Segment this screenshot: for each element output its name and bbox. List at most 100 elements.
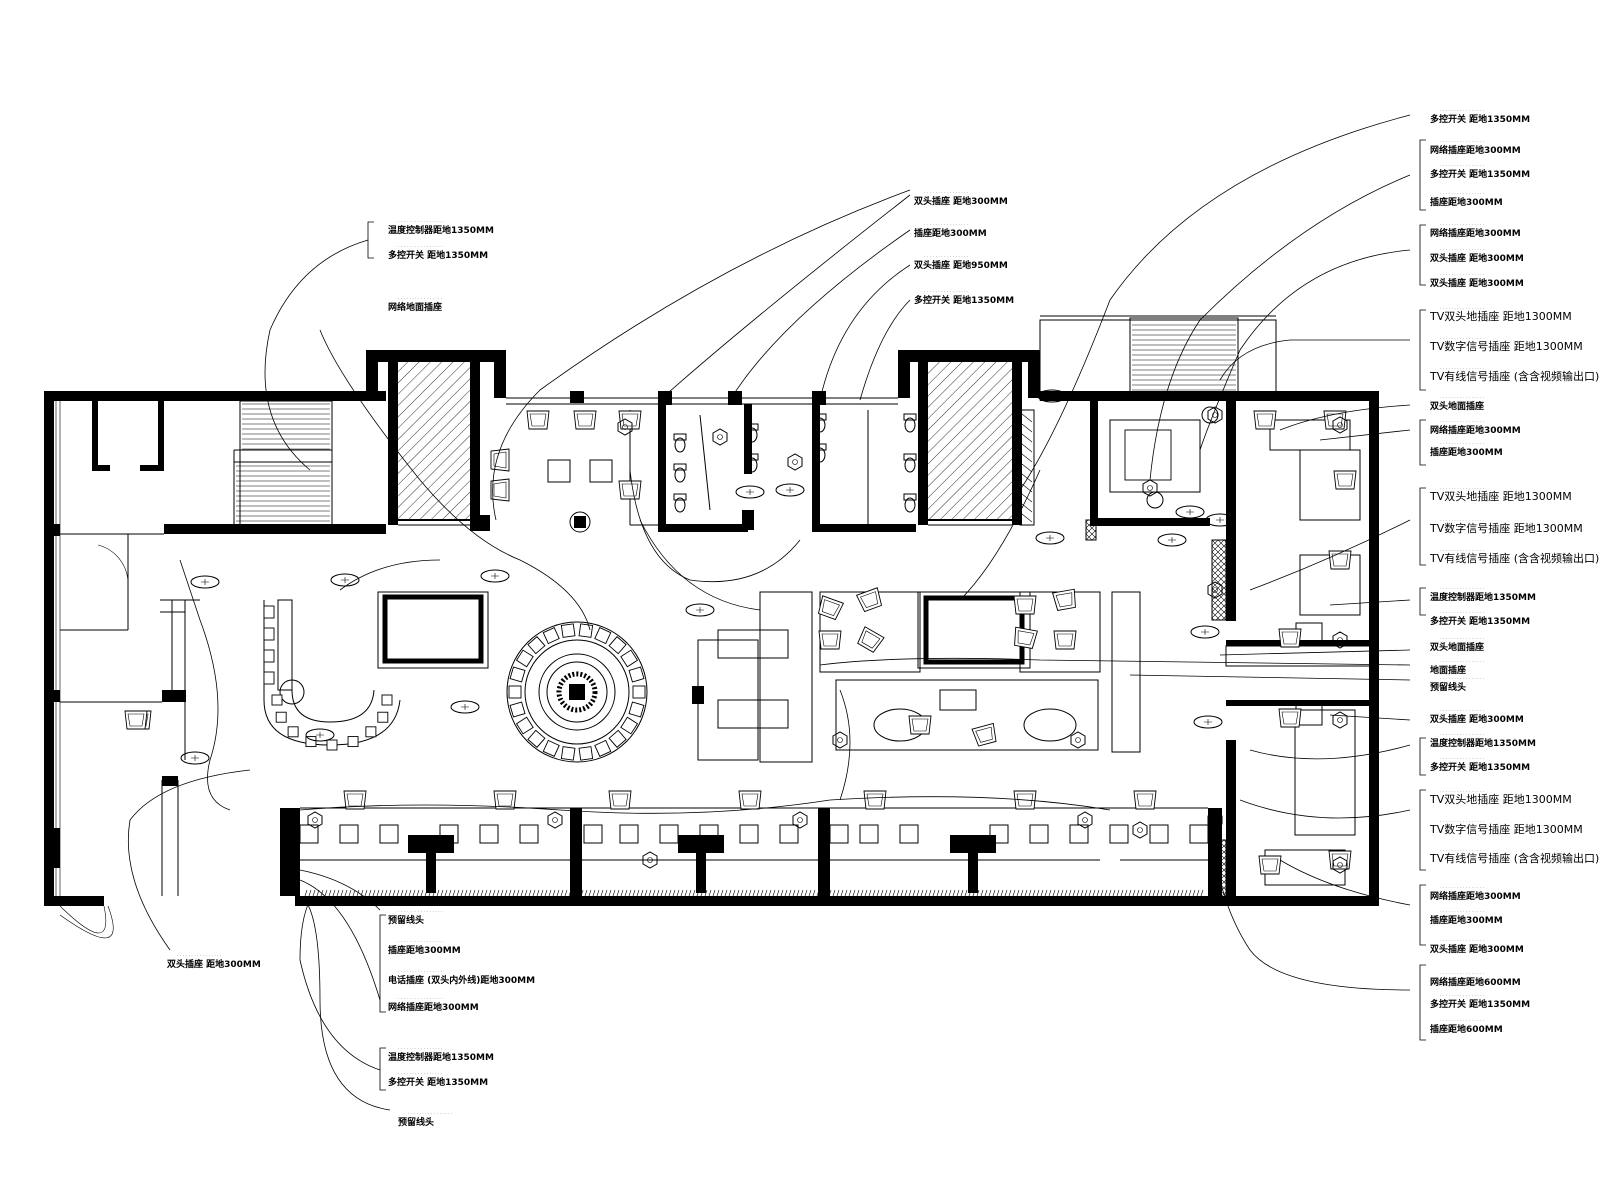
seat-pad xyxy=(859,824,879,844)
armchair xyxy=(608,790,632,810)
outlet-dot xyxy=(1337,637,1343,643)
annotation-text: 预留线头 xyxy=(388,914,424,926)
annotation-subtext: · · · · · · · · · · · · · · · · xyxy=(398,1072,442,1077)
annotation-text: TV双头地插座 距地1300MM xyxy=(1429,792,1572,806)
armchair xyxy=(618,480,642,500)
armchair xyxy=(490,478,510,502)
annotation-text: 多控开关 距地1350MM xyxy=(1430,998,1530,1010)
armchair xyxy=(526,410,550,430)
annotation-text: 多控开关 距地1350MM xyxy=(388,249,488,261)
annotation-subtext: · · · · · · · · · · · · · · · · xyxy=(1440,109,1484,114)
label-bracket xyxy=(1419,964,1426,1041)
toilet-bowl xyxy=(904,417,916,433)
annotation-text: TV双头地插座 距地1300MM xyxy=(1429,489,1572,503)
toilet-tank xyxy=(903,453,917,461)
annotation-text: 双头地面插座 xyxy=(1430,400,1484,412)
toilet-tank xyxy=(903,493,917,501)
outlet-dot xyxy=(1212,587,1218,593)
label-bracket xyxy=(1419,224,1426,286)
label-brackets xyxy=(367,139,1426,1091)
annotation-text: 预留线头 xyxy=(1430,681,1466,693)
annotation-text: TV数字信号插座 距地1300MM xyxy=(1429,521,1583,535)
seat-pad xyxy=(779,824,799,844)
annotation-subtext: · · · · · · · · · · · · · · · · xyxy=(1440,611,1484,616)
annotation-text: 双头插座 距地300MM xyxy=(1430,252,1524,264)
wall-outlet xyxy=(787,453,803,471)
partition-column xyxy=(968,853,978,893)
annotation-subtext: · · · · · · · · · · · · · · · · xyxy=(1440,337,1484,342)
outlet-mark xyxy=(1048,393,1056,399)
dining-chair xyxy=(560,746,576,761)
outlet-mark xyxy=(191,755,199,761)
floor-outlet xyxy=(1205,513,1235,527)
wall-outlet xyxy=(1132,821,1148,839)
annotation-text: 温度控制器距地1350MM xyxy=(388,1051,494,1063)
seat-pad xyxy=(1149,824,1169,844)
left-window-glazing xyxy=(44,401,114,939)
label-bracket xyxy=(1419,487,1426,566)
toilet-tank xyxy=(673,493,687,501)
annotation-subtext: · · · · · · · · · · · · · · · · xyxy=(398,910,442,915)
dining-chair xyxy=(515,716,534,735)
outlet-dot xyxy=(1082,817,1088,823)
toilet-tank xyxy=(813,413,827,421)
annotation-subtext: · · · · · · · · · · · · · · · · xyxy=(1440,849,1484,854)
outlet-mark xyxy=(786,487,794,493)
outlet-dot xyxy=(622,424,628,430)
wall-outlet xyxy=(547,811,563,829)
toilet-bowl xyxy=(674,467,686,483)
bar-stool xyxy=(381,694,393,706)
wall-outlet xyxy=(617,418,633,436)
annotation-subtext: · · · · · · · · · · · · · · · · xyxy=(1440,487,1484,492)
curved-bar xyxy=(263,599,401,751)
core-shaft-right xyxy=(898,350,1040,526)
partition-column xyxy=(678,835,724,853)
bar-stool xyxy=(287,726,299,738)
annotation-subtext: · · · · · · · · · · · · · · · · xyxy=(1440,549,1484,554)
floor-outlet xyxy=(1035,531,1065,545)
outlet-dot xyxy=(1075,737,1081,743)
dining-chair xyxy=(527,636,546,655)
annotation-text: 电话插座 (双头内外线)距地300MM xyxy=(388,974,535,986)
annotation-text: 双头插座 距地300MM xyxy=(914,195,1008,207)
annotation-text: 网络插座距地300MM xyxy=(388,1001,479,1013)
toilet-bowl xyxy=(904,497,916,513)
outlet-mark xyxy=(341,577,349,583)
armchair xyxy=(573,410,597,430)
seat-pad xyxy=(1029,824,1049,844)
seat-pad xyxy=(659,824,679,844)
label-bracket xyxy=(379,914,386,1013)
armchair xyxy=(857,626,885,653)
outlet-dot xyxy=(837,737,843,743)
floor-outlet xyxy=(450,700,480,714)
wall-outlet xyxy=(1207,811,1223,829)
annotation-text: 网络插座距地300MM xyxy=(1430,890,1521,902)
label-bracket xyxy=(1419,587,1426,616)
toilet-bowl xyxy=(674,437,686,453)
annotation-subtext: · · · · · · · · · · · · · · · · xyxy=(1440,994,1484,999)
annotation-text: TV双头地插座 距地1300MM xyxy=(1429,309,1572,323)
annotation-text: 插座距地300MM xyxy=(1430,914,1503,926)
annotation-subtext: · · · · · · · · · · · · · · · · xyxy=(1440,910,1484,915)
central-blocks xyxy=(377,459,1141,763)
annotation-subtext: · · · · · · · · · · · · · · · · xyxy=(1440,972,1484,977)
armchair xyxy=(493,790,517,810)
seat-pad xyxy=(739,824,759,844)
outlet-dot xyxy=(552,817,558,823)
armchair xyxy=(1278,708,1302,728)
annotation-subtext: · · · · · · · · · · · · · · · · xyxy=(1440,307,1484,312)
outlet-dot xyxy=(647,857,653,863)
annotation-subtext: · · · · · · · · · · · · · · · · xyxy=(1440,192,1484,197)
annotation-subtext: · · · · · · · · · · · · · · · · xyxy=(398,220,442,225)
dining-chair xyxy=(515,649,534,668)
label-bracket xyxy=(1419,419,1426,466)
seat-pad xyxy=(1109,824,1129,844)
seat-pad xyxy=(583,824,603,844)
outlet-mark xyxy=(1168,537,1176,543)
toilet-bowl xyxy=(814,417,826,433)
outlet-mark xyxy=(696,607,704,613)
annotation-text: 温度控制器距地1350MM xyxy=(1430,737,1536,749)
dining-chair xyxy=(542,627,560,645)
toilet-bowl xyxy=(814,447,826,463)
label-bracket xyxy=(1419,737,1426,776)
